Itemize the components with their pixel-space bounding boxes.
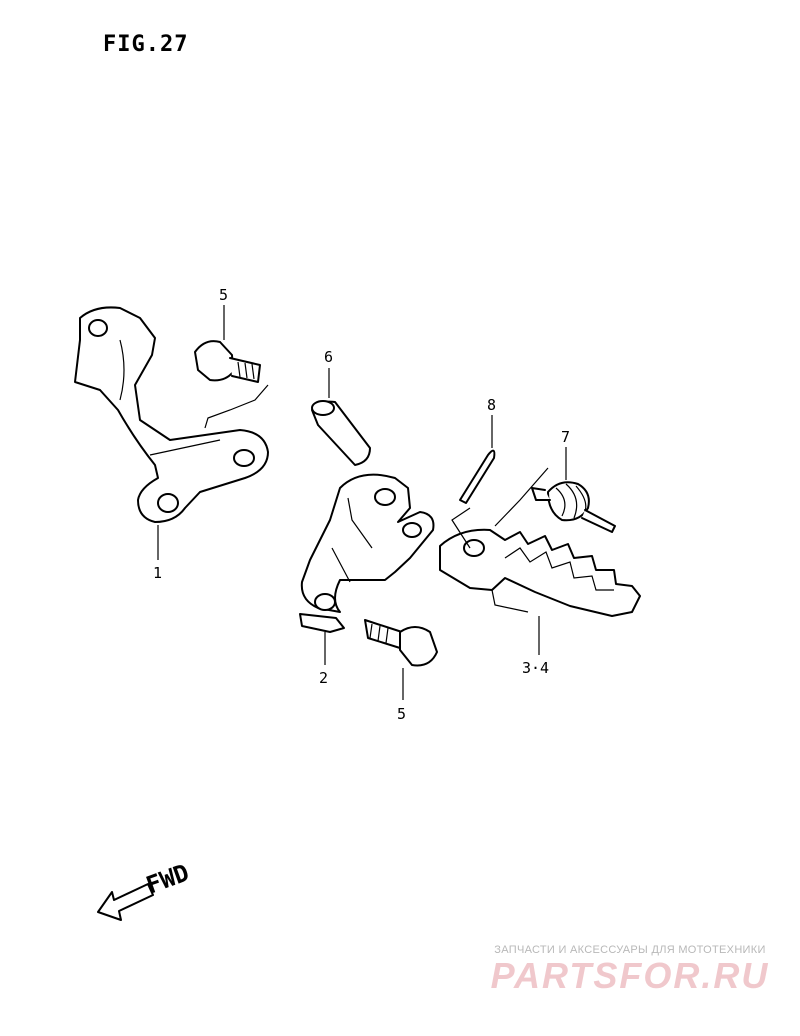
callout-part-5-bottom: 5 bbox=[397, 705, 406, 723]
watermark: ЗАПЧАСТИ И АКСЕССУАРЫ ДЛЯ МОТОТЕХНИКИ PA… bbox=[480, 944, 780, 996]
part-5-bolt-bottom bbox=[364, 619, 438, 667]
part-1-footrest-bracket bbox=[74, 306, 269, 523]
callout-part-6: 6 bbox=[324, 348, 333, 366]
part-2-footrest-holder bbox=[299, 473, 435, 633]
part-7-spring bbox=[531, 481, 616, 533]
watermark-tagline: ЗАПЧАСТИ И АКСЕССУАРЫ ДЛЯ МОТОТЕХНИКИ bbox=[494, 944, 766, 956]
watermark-logo: PARTSFOR.RU bbox=[490, 955, 770, 996]
part-6-pin bbox=[311, 400, 371, 466]
leader-assembly-7 bbox=[494, 467, 549, 527]
forward-arrow-icon bbox=[97, 883, 154, 921]
part-8-cotter-pin bbox=[459, 449, 496, 504]
callout-part-7: 7 bbox=[561, 428, 570, 446]
callout-part-1: 1 bbox=[153, 564, 162, 582]
callout-part-3-4: 3·4 bbox=[522, 659, 549, 677]
callout-part-8: 8 bbox=[487, 396, 496, 414]
callout-part-5-top: 5 bbox=[219, 286, 228, 304]
leader-assembly-3-4 bbox=[451, 507, 471, 549]
figure-title: FIG.27 bbox=[103, 32, 189, 57]
leader-assembly-5-1 bbox=[204, 384, 269, 429]
forward-direction-indicator: FWD bbox=[97, 858, 193, 921]
part-5-bolt-top bbox=[194, 340, 261, 383]
fwd-label: FWD bbox=[142, 858, 192, 899]
callout-part-2: 2 bbox=[319, 669, 328, 687]
part-3-4-footrest bbox=[439, 528, 641, 617]
